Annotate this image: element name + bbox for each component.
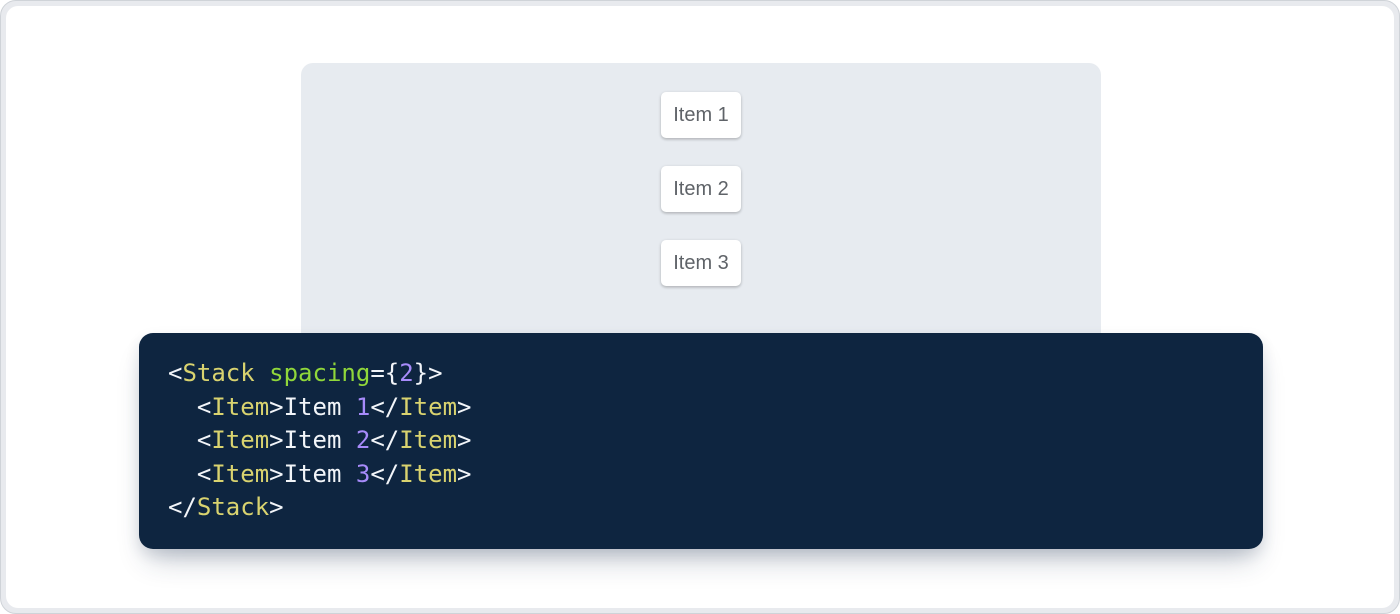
demo-panel: Item 1 Item 2 Item 3	[301, 63, 1101, 363]
code-token: Item	[283, 392, 356, 421]
code-token: >	[269, 392, 284, 421]
code-token: Item	[283, 459, 356, 488]
stack-item-label: Item 3	[673, 252, 729, 274]
code-token: </	[370, 459, 400, 488]
code-token	[168, 393, 197, 421]
code-token: >	[428, 359, 443, 387]
code-token: Item	[211, 426, 270, 454]
code-token: Item	[399, 392, 458, 421]
code-token: Item	[399, 459, 458, 488]
code-token	[168, 460, 197, 488]
stack-item-3: Item 3	[661, 240, 741, 286]
code-token: Item	[211, 392, 270, 421]
code-token: <	[196, 426, 212, 454]
code-token: 3	[355, 459, 371, 488]
stack-item-2: Item 2	[661, 166, 741, 212]
code-token	[168, 426, 197, 454]
code-block: <Stack spacing={2}> <Item>Item 1</Item> …	[139, 333, 1263, 549]
code-token: Item	[283, 426, 356, 454]
content-card: Item 1 Item 2 Item 3 <Stack spacing={2}>…	[6, 6, 1394, 608]
code-token: <	[196, 459, 212, 488]
code-token: }	[413, 359, 429, 387]
code-line-2: <Item>Item 1</Item>	[168, 391, 1243, 425]
code-token: >	[457, 459, 472, 488]
code-token: </	[370, 392, 400, 421]
code-token: spacing	[269, 359, 371, 387]
code-token: {	[384, 359, 400, 387]
code-token: 2	[399, 359, 414, 387]
code-token: Stack	[182, 359, 255, 387]
code-token: 1	[355, 392, 371, 421]
code-token: 2	[355, 426, 371, 454]
code-token: >	[269, 493, 284, 521]
code-token: </	[168, 493, 197, 521]
code-line-4: <Item>Item 3</Item>	[168, 458, 1243, 492]
code-line-1: <Stack spacing={2}>	[168, 357, 1243, 391]
stack-item-label: Item 1	[673, 104, 729, 126]
code-token: Item	[211, 459, 270, 488]
code-token: >	[269, 459, 284, 488]
code-token	[255, 359, 269, 387]
code-line-5: </Stack>	[168, 491, 1243, 525]
stack-item-1: Item 1	[661, 92, 741, 138]
stack-item-label: Item 2	[673, 178, 729, 200]
code-token: >	[269, 426, 284, 454]
code-token: >	[457, 392, 472, 421]
code-token: Item	[399, 426, 458, 454]
code-token: Stack	[196, 493, 270, 521]
code-token: <	[196, 392, 212, 421]
code-token: =	[370, 359, 385, 387]
code-line-3: <Item>Item 2</Item>	[168, 424, 1243, 458]
code-token: <	[168, 359, 183, 387]
code-token: >	[457, 426, 472, 454]
code-token: </	[370, 426, 400, 454]
